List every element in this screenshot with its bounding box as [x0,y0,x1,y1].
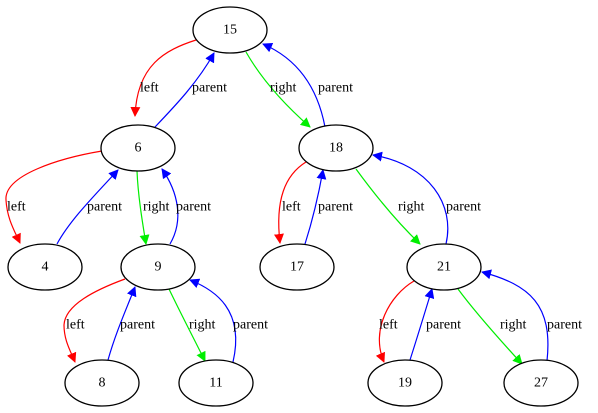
node-ellipse [7,243,83,291]
tree-node-4: 4 [7,243,83,291]
edge-parent-e27-21 [481,269,549,362]
tree-node-27: 27 [503,359,579,407]
edge-left-e21-19 [375,280,415,363]
edge-label-parent: parent [233,318,268,333]
edge-label-parent: parent [176,200,211,215]
edge-parent-e6-15 [154,52,215,128]
edge-right-e15-18 [245,51,311,128]
node-ellipse [178,359,254,407]
node-label: 18 [329,141,343,156]
node-label: 4 [42,260,49,275]
edge-label-right: right [189,318,216,333]
edge-parent-e9-6 [161,168,179,245]
node-ellipse [192,6,268,54]
edge-parent-e19-21 [409,288,435,361]
edge-label-parent: parent [446,200,481,215]
edge-parent-e17-18 [304,169,327,245]
edges-layer [5,39,549,365]
node-ellipse [298,124,374,172]
edge-parent-e11-9 [189,278,237,363]
edge-label-left: left [140,81,159,96]
edge-labels-layer: left parent right parent left parent right pare… [7,81,582,333]
node-ellipse [259,243,335,291]
edge-parent-e8-9 [107,286,137,361]
edge-right-e21-27 [457,288,523,365]
edge-label-parent: parent [318,81,353,96]
node-label: 27 [534,376,548,391]
node-label: 21 [437,260,451,275]
edge-right-e9-11 [168,288,206,362]
tree-node-17: 17 [259,243,335,291]
tree-node-6: 6 [100,124,176,172]
tree-node-11: 11 [178,359,254,407]
node-label: 9 [155,260,162,275]
node-label: 6 [135,141,142,156]
edge-label-left: left [282,200,301,215]
node-label: 17 [290,260,304,275]
node-label: 11 [209,376,222,391]
edge-label-parent: parent [120,318,155,333]
node-ellipse [100,124,176,172]
node-label: 19 [398,376,412,391]
tree-node-9: 9 [120,243,196,291]
node-label: 15 [223,23,237,38]
tree-node-21: 21 [406,243,482,291]
edge-right-e6-9 [136,170,150,245]
tree-node-8: 8 [64,359,140,407]
edge-label-left: left [379,318,398,333]
edge-left-e6-4 [5,150,103,244]
edge-parent-e21-18 [372,151,449,245]
node-ellipse [120,243,196,291]
edge-label-right: right [500,318,527,333]
edge-label-right: right [398,200,425,215]
edge-label-left: left [7,200,26,215]
edge-label-right: right [143,200,170,215]
nodes-layer: 15 6 18 4 9 17 21 8 11 19 27 [7,6,579,407]
edge-label-parent: parent [547,318,582,333]
edge-label-parent: parent [318,200,353,215]
node-ellipse [64,359,140,407]
node-ellipse [503,359,579,407]
tree-node-19: 19 [367,359,443,407]
edge-label-parent: parent [426,318,461,333]
tree-node-15: 15 [192,6,268,54]
edge-right-e18-21 [355,168,421,245]
edge-label-left: left [66,318,85,333]
edge-label-right: right [270,81,297,96]
node-ellipse [367,359,443,407]
edge-label-parent: parent [87,200,122,215]
edge-left-e9-8 [63,278,126,363]
edge-label-parent: parent [192,81,227,96]
edge-parent-e4-6 [56,169,119,245]
node-ellipse [406,243,482,291]
tree-node-18: 18 [298,124,374,172]
node-label: 8 [99,376,106,391]
edge-left-e15-6 [130,39,197,117]
edge-parent-e18-15 [262,42,326,128]
edge-left-e18-17 [273,161,307,244]
